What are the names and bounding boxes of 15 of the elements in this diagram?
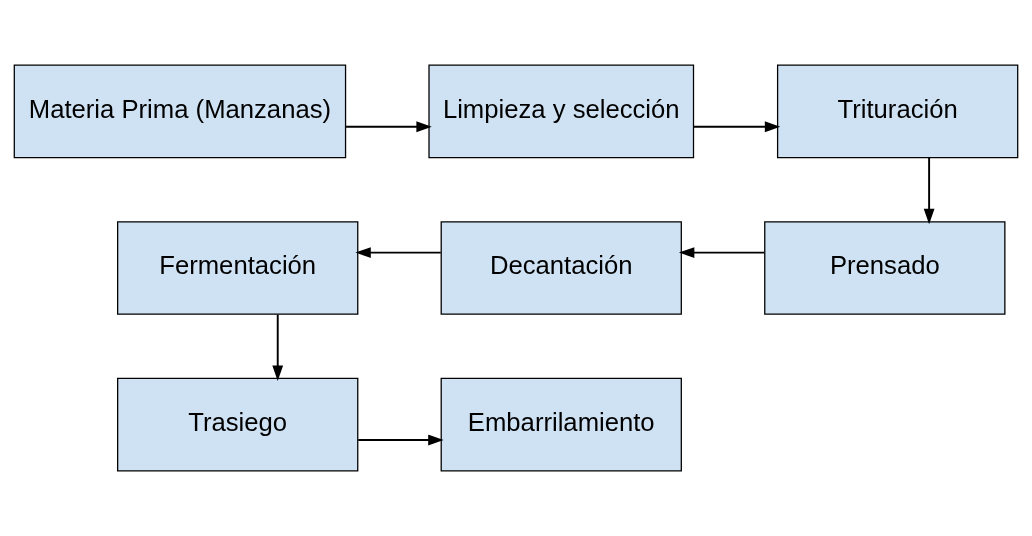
arrow — [272, 313, 284, 381]
arrow — [678, 247, 766, 258]
node-box: Embarrilamiento — [440, 377, 682, 472]
arrow — [357, 434, 444, 446]
node-box: Trituración — [776, 64, 1019, 159]
node-box: Prensado — [764, 221, 1006, 315]
arrow — [692, 121, 781, 133]
node-box: Decantación — [440, 221, 682, 315]
node-box: Materia Prima (Manzanas) — [13, 64, 347, 159]
arrow — [355, 247, 442, 258]
arrow — [923, 156, 935, 225]
node-box: Trasiego — [117, 377, 359, 472]
arrow — [345, 121, 432, 133]
node-box: Fermentación — [117, 221, 359, 315]
node-box: Limpieza y selección — [428, 64, 695, 159]
